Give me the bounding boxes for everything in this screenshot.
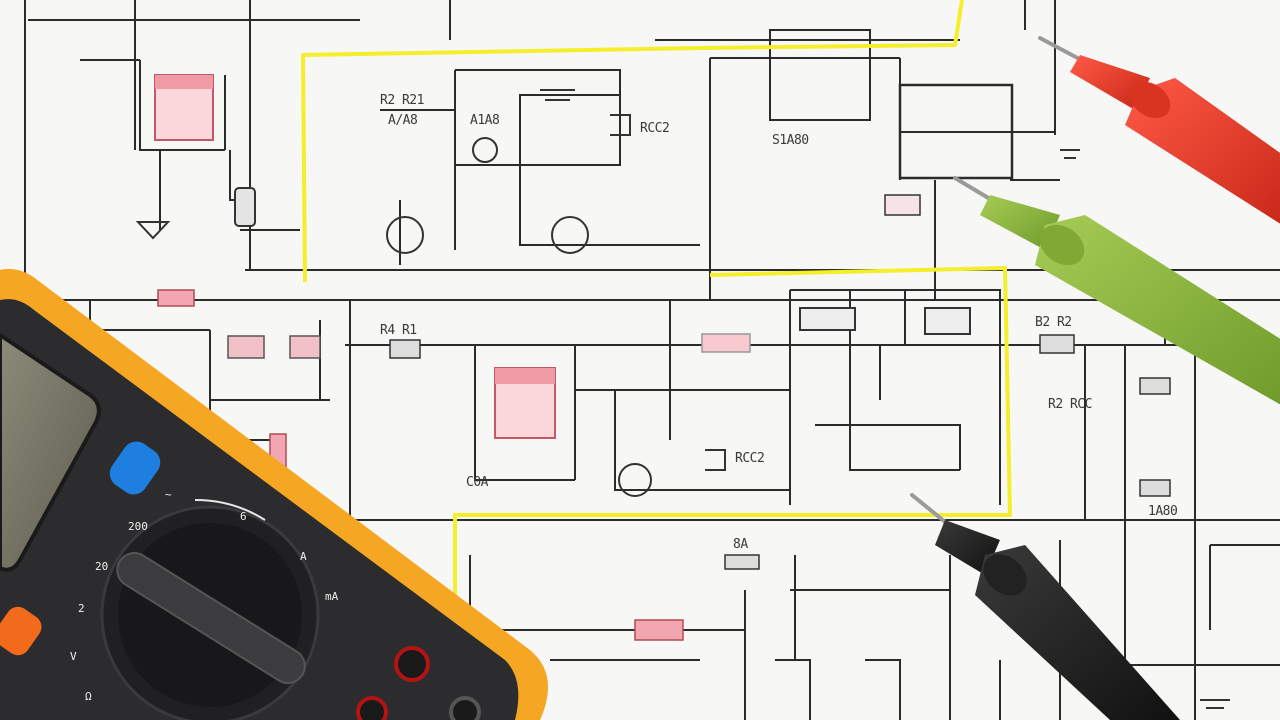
input-jack-com: [449, 696, 481, 720]
dial-mark-4: 6: [240, 510, 247, 523]
dial-mark-1: 200: [128, 520, 148, 533]
schematic-components: [135, 74, 1230, 709]
ic-chip-1-band: [155, 75, 213, 89]
bridge-3: [618, 463, 652, 497]
red-probe: [1038, 36, 1280, 224]
green-probe-handle: [1035, 215, 1280, 405]
relay-2: [924, 307, 971, 335]
ground-symbol: [1060, 149, 1080, 159]
red-probe-collar: [1129, 81, 1171, 119]
multimeter-blue-button: [109, 441, 161, 495]
ground-symbol-2: [1200, 699, 1230, 709]
dial-mark-8: A: [300, 550, 307, 563]
schematic-wires: [24, 0, 1280, 720]
dial-mark-6: Ω: [85, 690, 92, 703]
label-top-left-1: R2 R21: [380, 93, 424, 108]
dial-mark-9: mA: [325, 590, 339, 603]
dial-mark-2: 20: [95, 560, 108, 573]
capacitor-2: [1039, 334, 1075, 354]
resistor-5: [701, 333, 751, 353]
capacitor-4: [1139, 479, 1171, 497]
highlight-zone-1: [301, 0, 964, 283]
input-jack-red-2: [356, 696, 388, 720]
transistor-1: [472, 137, 498, 163]
connector: [884, 194, 921, 216]
highlighted-sections: [301, 0, 1012, 610]
label-mid-right-1: RCC2: [735, 451, 764, 466]
black-probe-handle: [975, 545, 1180, 720]
rotary-dial-knob: [116, 552, 306, 684]
label-lower-left: C0A: [466, 475, 489, 490]
dial-mark-3: 2: [78, 602, 85, 615]
dial-range-arc: [194, 498, 266, 521]
label-top-right: S1A80: [772, 133, 809, 148]
schematic-text: R2 R21 A/A8 A1A8 RCC2 S1A80 R4 R1 RCC2 C…: [380, 93, 1178, 552]
resistor-6: [634, 619, 684, 641]
green-probe-guard: [980, 195, 1060, 250]
label-top-left-2: A/A8: [388, 113, 417, 128]
transformer: [610, 114, 631, 136]
multimeter-display: [0, 332, 101, 572]
input-jack-red: [394, 646, 430, 682]
label-bottom-right: 1A80: [1148, 504, 1177, 519]
green-probe-collar: [1039, 224, 1085, 266]
label-mid-left: R4 R1: [380, 323, 417, 338]
highlight-zone-2: [453, 266, 1012, 610]
bridge-2: [551, 216, 589, 254]
red-probe-tip: [1038, 36, 1087, 64]
bridge-1: [386, 216, 424, 254]
capacitor-5: [724, 554, 760, 570]
black-probe: [910, 493, 1180, 720]
capacitor-1: [389, 339, 421, 359]
label-right-edge: B2 R2: [1035, 315, 1072, 330]
resistor-3: [289, 335, 321, 359]
label-right-1: RCC2: [640, 121, 669, 136]
label-bottom-mid: 8A: [733, 537, 748, 552]
label-right-2: R2 RCC: [1048, 397, 1092, 412]
multimeter: 200 20 2 6 V Ω ~ A mA: [0, 268, 548, 720]
multimeter-orange-button: [0, 606, 42, 656]
fuse: [234, 187, 256, 227]
transformer-2: [705, 449, 726, 471]
green-probe: [953, 176, 1280, 405]
relay-1: [799, 307, 856, 331]
diode-1: [135, 221, 171, 240]
capacitor-3: [1139, 377, 1171, 395]
resistor-2: [227, 335, 265, 359]
dial-mark-5: V: [70, 650, 77, 663]
capacitor-symbol: [540, 89, 575, 101]
label-top-mid: A1A8: [470, 113, 499, 128]
dial-mark-7: ~: [165, 488, 172, 501]
black-probe-collar: [983, 554, 1027, 596]
ic-chip-2-band: [495, 368, 555, 384]
resistor-1: [157, 289, 195, 307]
